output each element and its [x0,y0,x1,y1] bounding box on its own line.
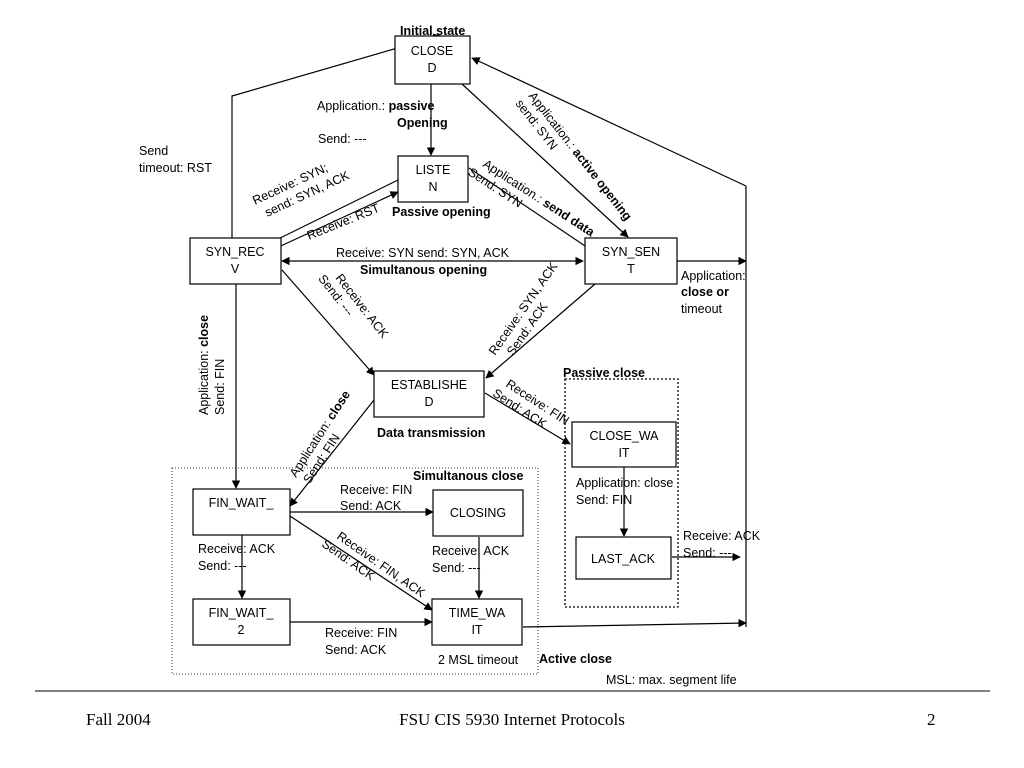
app-close-label-2: close or [681,285,729,299]
passive-close-label: Passive close [563,366,645,380]
state-label: LAST_ACK [591,552,656,566]
state-last-ack: LAST_ACK [575,536,672,580]
est-close-label: Application: close Send: FIN [287,388,353,486]
recv-synack-label: Receive: SYN, ACK Send: ACK [486,259,561,358]
simultanous-close-label: Simultanous close [413,469,523,483]
arrow-bus-to-closed [471,57,747,187]
state-listen: LISTE N [397,155,469,203]
state-fin-wait-2: FIN_WAIT_ 2 [192,598,291,646]
msl-timeout-label: 2 MSL timeout [438,653,519,667]
state-label: D [427,61,436,75]
state-label: FIN_WAIT_ [209,606,275,620]
active-close-label: Active close [539,652,612,666]
send-timeout-label: Send [139,144,168,158]
passive-open-send: Send: --- [318,132,367,146]
passive-open-label: Application.: passive [317,99,434,113]
active-open-label: Application.: active opening send: SYN [513,89,635,223]
app-close-label-3: timeout [681,302,723,316]
arrow-finwait1-to-timewait [289,515,433,611]
svg-text:Application: close: Application: close [197,315,211,415]
state-label: CLOSE [411,44,453,58]
simul-open-label-2: Simultanous opening [360,263,487,277]
send-timeout-label-2: timeout: RST [139,161,212,175]
state-established: ESTABLISHE D [373,370,485,418]
simul-open-label: Receive: SYN send: SYN, ACK [336,246,510,260]
lastack-ack-label: Receive: ACK [683,529,761,543]
closing-ack-label: Receive: ACK [432,544,510,558]
footer-course: FSU CIS 5930 Internet Protocols [399,710,625,729]
state-syn-sent: SYN_SEN T [584,237,678,285]
active-close-region [171,467,539,675]
arrow-synrecv-to-listen [271,191,399,251]
state-label: 2 [238,623,245,637]
data-transmission-label: Data transmission [377,426,485,440]
arrow-synsent-to-established [485,283,596,379]
state-time-wait: TIME_WA IT [431,598,523,646]
arrow-established-to-finwait1 [289,399,375,507]
recv-syn-label: Receive: SYN; send: SYN, ACK [250,161,352,220]
fw1-ack-label: Receive: ACK [198,542,276,556]
passive-close-region [564,378,679,608]
svg-text:Send: FIN: Send: FIN [213,359,227,415]
initial-state-label: Initial state [400,24,465,38]
state-label: LISTE [416,163,451,177]
arrow-synrecv-to-established [281,269,375,376]
state-label: CLOSE_WA [589,429,659,443]
state-label: IT [618,446,629,460]
state-label: FIN_WAIT_ [209,496,275,510]
state-label: ESTABLISHE [391,378,467,392]
state-closing: CLOSING [432,489,524,537]
fw2-fin-label-2: Send: ACK [325,643,387,657]
arrow-listen-to-synrecv [267,179,399,245]
msl-note: MSL: max. segment life [606,673,737,687]
state-label: TIME_WA [449,606,506,620]
state-label: IT [471,623,482,637]
closing-ack-label-2: Send: --- [432,561,481,575]
fw2-fin-label: Receive: FIN [325,626,397,640]
cw-close-label: Application: close [576,476,673,490]
footer-page-number: 2 [927,710,936,729]
fw1-ack-label-2: Send: --- [198,559,247,573]
arrow-listen-to-synsent [468,167,601,257]
state-label: SYN_SEN [602,245,660,259]
send-data-label: Application.: send data Send: SYN [465,157,597,240]
state-close-wait: CLOSE_WA IT [571,421,677,468]
lastack-ack-label-2: Send: --- [683,546,732,560]
state-label: N [428,180,437,194]
state-fin-wait-1: FIN_WAIT_ [192,488,291,536]
arrow-established-to-closewait [484,392,571,445]
state-label: T [627,262,635,276]
passive-opening-label: Passive opening [392,205,491,219]
state-label: V [231,262,240,276]
state-label: D [424,395,433,409]
cw-close-label-2: Send: FIN [576,493,632,507]
arrow-timewait-to-bus [522,618,747,628]
arrow-closed-to-synsent [461,83,629,238]
passive-open-label-2: Opening [397,116,448,130]
state-label: SYN_REC [205,245,264,259]
finack-label: Receive: FIN, ACK Send: ACK [319,529,428,601]
recv-fin-label: Receive: FIN Send: ACK [490,377,571,432]
app-close-label: Application: [681,269,746,283]
state-label: CLOSING [450,506,506,520]
footer-date: Fall 2004 [86,710,151,729]
synrecv-close-label: Application: close Send: FIN [197,315,227,415]
state-closed: CLOSE D [394,35,471,85]
fw1-fin-label: Receive: FIN [340,483,412,497]
state-syn-recv: SYN_REC V [189,237,282,285]
svg-text:Application.: send data: Application.: send data [480,157,597,240]
fw1-fin-label-2: Send: ACK [340,499,402,513]
